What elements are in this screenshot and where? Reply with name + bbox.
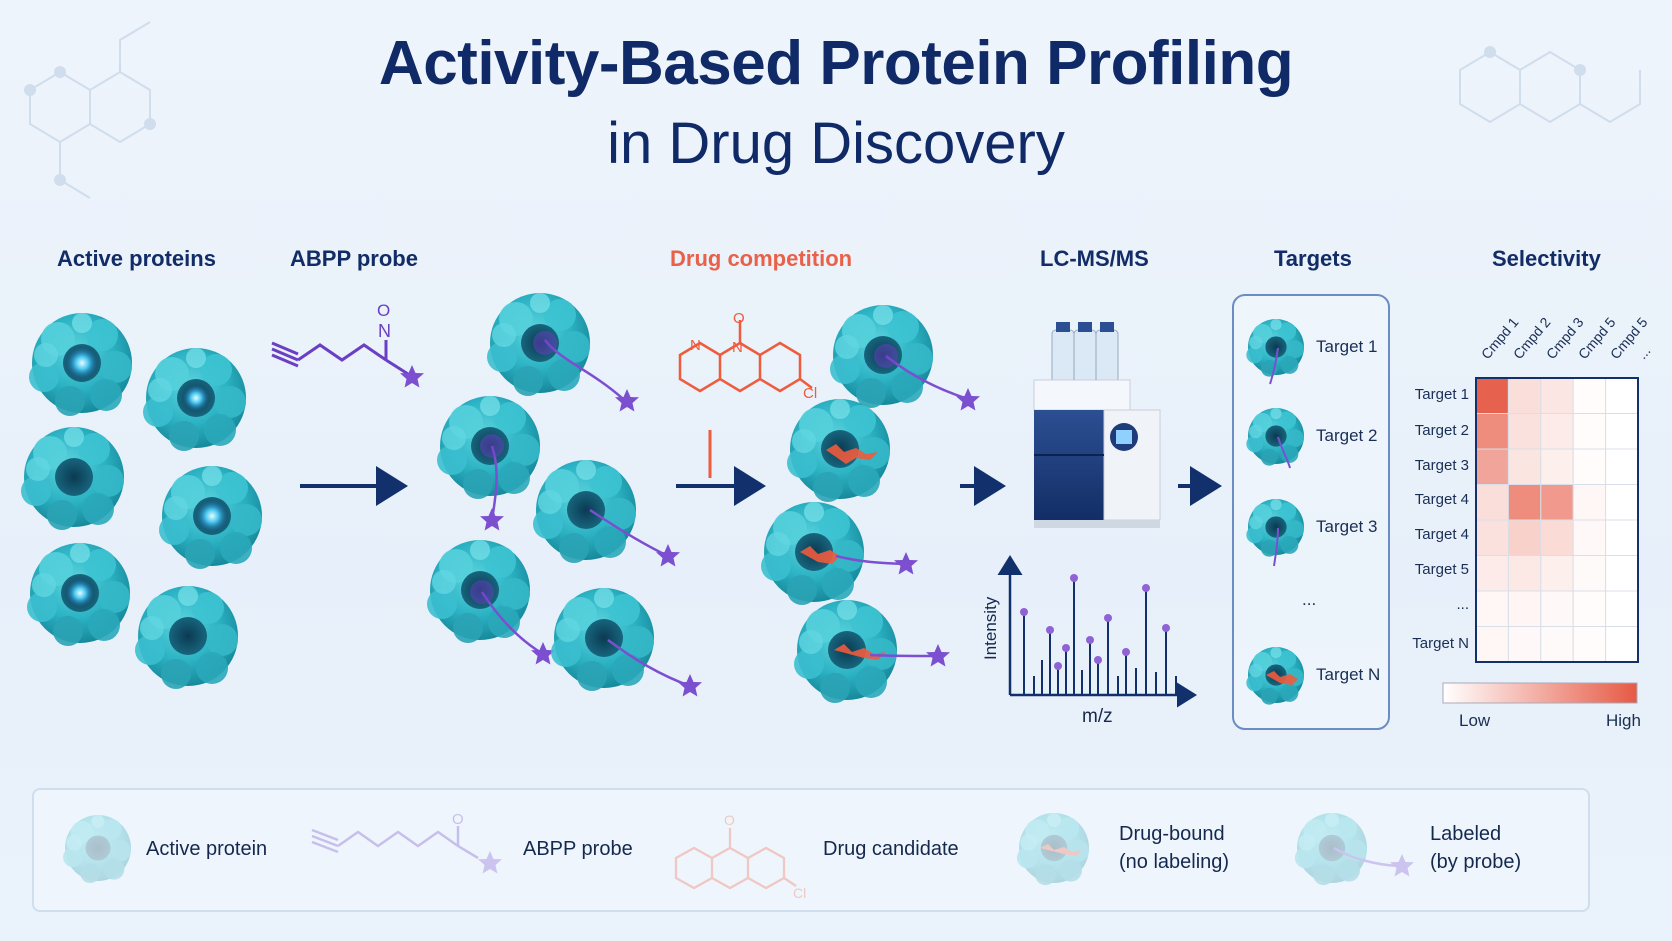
heatmap-row-4: Target 4	[1414, 491, 1469, 508]
heatmap-cell	[1540, 448, 1574, 485]
heatmap-cell	[1507, 590, 1542, 627]
header-lcms: LC-MS/MS	[1040, 246, 1149, 271]
legend-labeled-label: Labeled	[1430, 823, 1502, 845]
heatmap-cell	[1540, 413, 1574, 450]
heatmap-cell	[1507, 413, 1542, 450]
legend-probe-label: ABPP probe	[523, 838, 633, 860]
lcms-instrument	[1033, 322, 1161, 528]
mass-spectrum	[997, 555, 1197, 708]
legend-drug-bound-sub: (no labeling)	[1119, 851, 1230, 873]
colorbar-low-label: Low	[1459, 711, 1491, 730]
heatmap-border	[1475, 377, 1639, 663]
heatmap-cell	[1572, 626, 1607, 663]
legend-drug-bound-label: Drug-bound	[1119, 823, 1225, 845]
header-drug-competition: Drug competition	[670, 246, 853, 271]
legend-labeled-sub: (by probe)	[1430, 851, 1522, 873]
heatmap-row-5: Target 5	[1414, 561, 1469, 578]
heatmap-cell	[1475, 519, 1509, 556]
heatmap-cell	[1605, 626, 1639, 663]
probe-n-label: N	[378, 321, 391, 341]
header-active-proteins: Active proteins	[57, 246, 216, 271]
legend-box	[32, 788, 1590, 912]
page-subtitle: in Drug Discovery	[607, 111, 1065, 176]
target-label-3: Target 3	[1316, 517, 1378, 536]
heatmap-cell	[1507, 484, 1542, 521]
heatmap-cell	[1605, 590, 1639, 627]
legend-active-label: Active protein	[146, 838, 268, 860]
header-targets: Targets	[1274, 246, 1352, 271]
heatmap-row-2: Target 2	[1414, 422, 1469, 439]
heatmap-cell	[1605, 448, 1639, 485]
heatmap-cell	[1540, 626, 1574, 663]
heatmap-cell	[1572, 484, 1607, 521]
heatmap-cell	[1475, 413, 1509, 450]
heatmap-cell	[1475, 484, 1509, 521]
probe-star-icon	[400, 365, 424, 388]
heatmap-cell	[1540, 519, 1574, 556]
heatmap-cell	[1605, 484, 1639, 521]
heatmap-cell	[1572, 519, 1607, 556]
page-title: Activity-Based Protein Profiling	[378, 29, 1294, 98]
competition-proteins-group	[761, 305, 980, 703]
heatmap-cell	[1507, 626, 1542, 663]
background-molecule-decoration	[24, 21, 1641, 199]
probe-o-label: O	[377, 301, 390, 320]
heatmap-row-4b: Target 4	[1414, 526, 1469, 543]
heatmap-row-3: Target 3	[1414, 457, 1469, 474]
heatmap-cell	[1605, 377, 1639, 414]
drug-candidate-structure	[678, 320, 813, 393]
heatmap-cell	[1475, 555, 1509, 592]
heatmap-colorbar	[1442, 682, 1638, 704]
heatmap-cell	[1507, 448, 1542, 485]
heatmap-cell	[1475, 626, 1509, 663]
heatmap-cell	[1540, 377, 1574, 414]
heatmap-cell	[1605, 519, 1639, 556]
heatmap-cell	[1475, 377, 1509, 414]
drug-o-label: O	[733, 310, 745, 327]
target-label-2: Target 2	[1316, 426, 1378, 445]
selectivity-heatmap	[1475, 377, 1639, 663]
targets-box	[1232, 294, 1390, 730]
heatmap-cell	[1475, 590, 1509, 627]
heatmap-cell	[1507, 377, 1542, 414]
heatmap-cell	[1475, 448, 1509, 485]
target-label-1: Target 1	[1316, 337, 1378, 356]
heatmap-cell	[1507, 555, 1542, 592]
target-label-n: Target N	[1316, 665, 1381, 684]
header-abpp-probe: ABPP probe	[290, 246, 418, 271]
target-proteins	[1246, 319, 1304, 705]
labeled-proteins-group	[427, 293, 702, 697]
drug-n2-label: N	[732, 339, 743, 356]
heatmap-cell	[1572, 377, 1607, 414]
spectrum-ylabel: Intensity	[981, 596, 1000, 660]
heatmap-cell	[1540, 484, 1574, 521]
heatmap-cell	[1572, 413, 1607, 450]
heatmap-cell	[1572, 590, 1607, 627]
heatmap-cell	[1605, 555, 1639, 592]
heatmap-row-n: Target N	[1412, 635, 1469, 652]
heatmap-row-1: Target 1	[1414, 386, 1469, 403]
heatmap-cell	[1507, 519, 1542, 556]
drug-cl-label: Cl	[803, 385, 817, 402]
heatmap-cell	[1540, 590, 1574, 627]
colorbar-high-label: High	[1606, 711, 1641, 730]
abpp-probe-structure	[271, 340, 409, 376]
heatmap-cell	[1572, 448, 1607, 485]
drug-n1-label: N	[690, 337, 701, 354]
target-label-ellipsis: ...	[1302, 590, 1317, 609]
heatmap-cell	[1572, 555, 1607, 592]
legend-drug-label: Drug candidate	[823, 838, 959, 860]
spectrum-xlabel: m/z	[1082, 706, 1113, 727]
heatmap-row-ellipsis: ...	[1456, 596, 1469, 613]
heatmap-cell	[1605, 413, 1639, 450]
heatmap-cell	[1540, 555, 1574, 592]
active-proteins-group	[21, 313, 262, 689]
header-selectivity: Selectivity	[1492, 246, 1601, 271]
